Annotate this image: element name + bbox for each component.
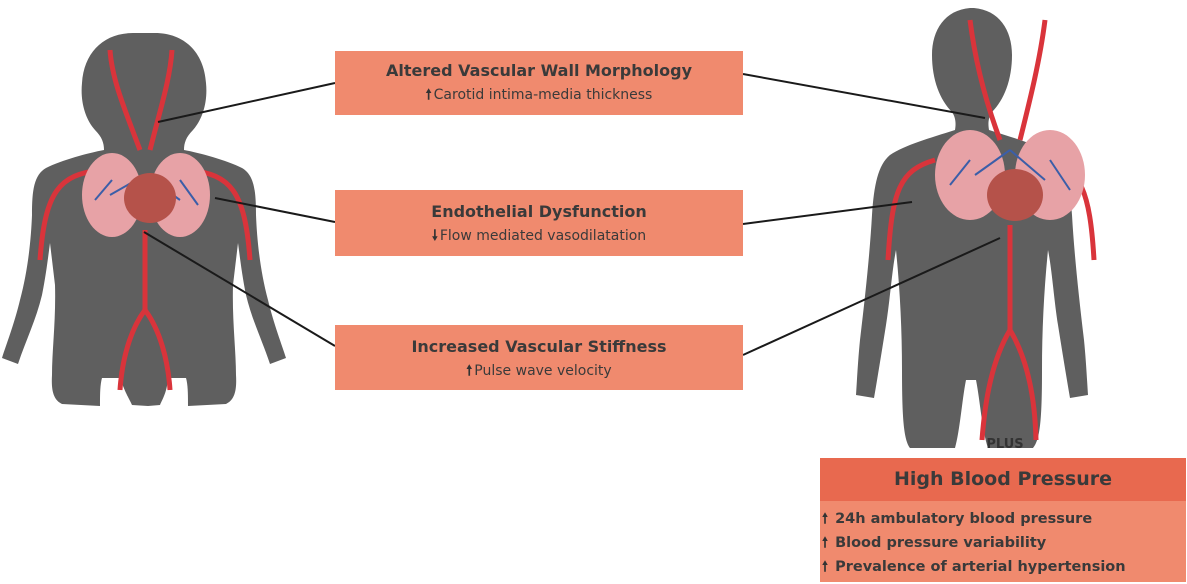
- box-title: Endothelial Dysfunction: [335, 202, 743, 222]
- box-detail: Pulse wave velocity: [474, 363, 611, 379]
- child-heart: [124, 173, 176, 223]
- endothelial-box: Endothelial Dysfunction 🠗Flow mediated v…: [335, 190, 743, 256]
- adolescent-figure: [856, 8, 1094, 448]
- child-figure: [2, 33, 286, 406]
- adolescent-heart: [987, 169, 1043, 221]
- box-detail: Flow mediated vasodilatation: [440, 228, 646, 244]
- up-arrow-icon: 🠕: [466, 363, 472, 379]
- list-item-text: Prevalence of arterial hypertension: [835, 559, 1126, 575]
- up-arrow-icon: 🠕: [822, 511, 828, 527]
- list-item-text: Blood pressure variability: [835, 535, 1046, 551]
- box-detail: Carotid intima-media thickness: [434, 87, 653, 103]
- box-detail-row: 🠕Carotid intima-media thickness: [335, 86, 743, 104]
- list-item: 🠕 Prevalence of arterial hypertension: [820, 555, 1186, 579]
- high-blood-pressure-list: 🠕 24h ambulatory blood pressure 🠕 Blood …: [820, 501, 1186, 579]
- high-blood-pressure-box: High Blood Pressure 🠕 24h ambulatory blo…: [820, 458, 1186, 582]
- up-arrow-icon: 🠕: [822, 535, 828, 551]
- stiffness-box: Increased Vascular Stiffness 🠕Pulse wave…: [335, 325, 743, 390]
- box-detail-row: 🠗Flow mediated vasodilatation: [335, 227, 743, 245]
- plus-label: PLUS: [960, 437, 1050, 452]
- up-arrow-icon: 🠕: [426, 87, 432, 103]
- high-blood-pressure-title: High Blood Pressure: [820, 458, 1186, 501]
- box-title: Increased Vascular Stiffness: [335, 337, 743, 357]
- list-item-text: 24h ambulatory blood pressure: [835, 511, 1092, 527]
- up-arrow-icon: 🠕: [822, 559, 828, 575]
- box-detail-row: 🠕Pulse wave velocity: [335, 362, 743, 380]
- list-item: 🠕 24h ambulatory blood pressure: [820, 507, 1186, 531]
- list-item: 🠕 Blood pressure variability: [820, 531, 1186, 555]
- box-title: Altered Vascular Wall Morphology: [335, 61, 743, 81]
- down-arrow-icon: 🠗: [432, 228, 438, 244]
- vascular-wall-box: Altered Vascular Wall Morphology 🠕Caroti…: [335, 51, 743, 115]
